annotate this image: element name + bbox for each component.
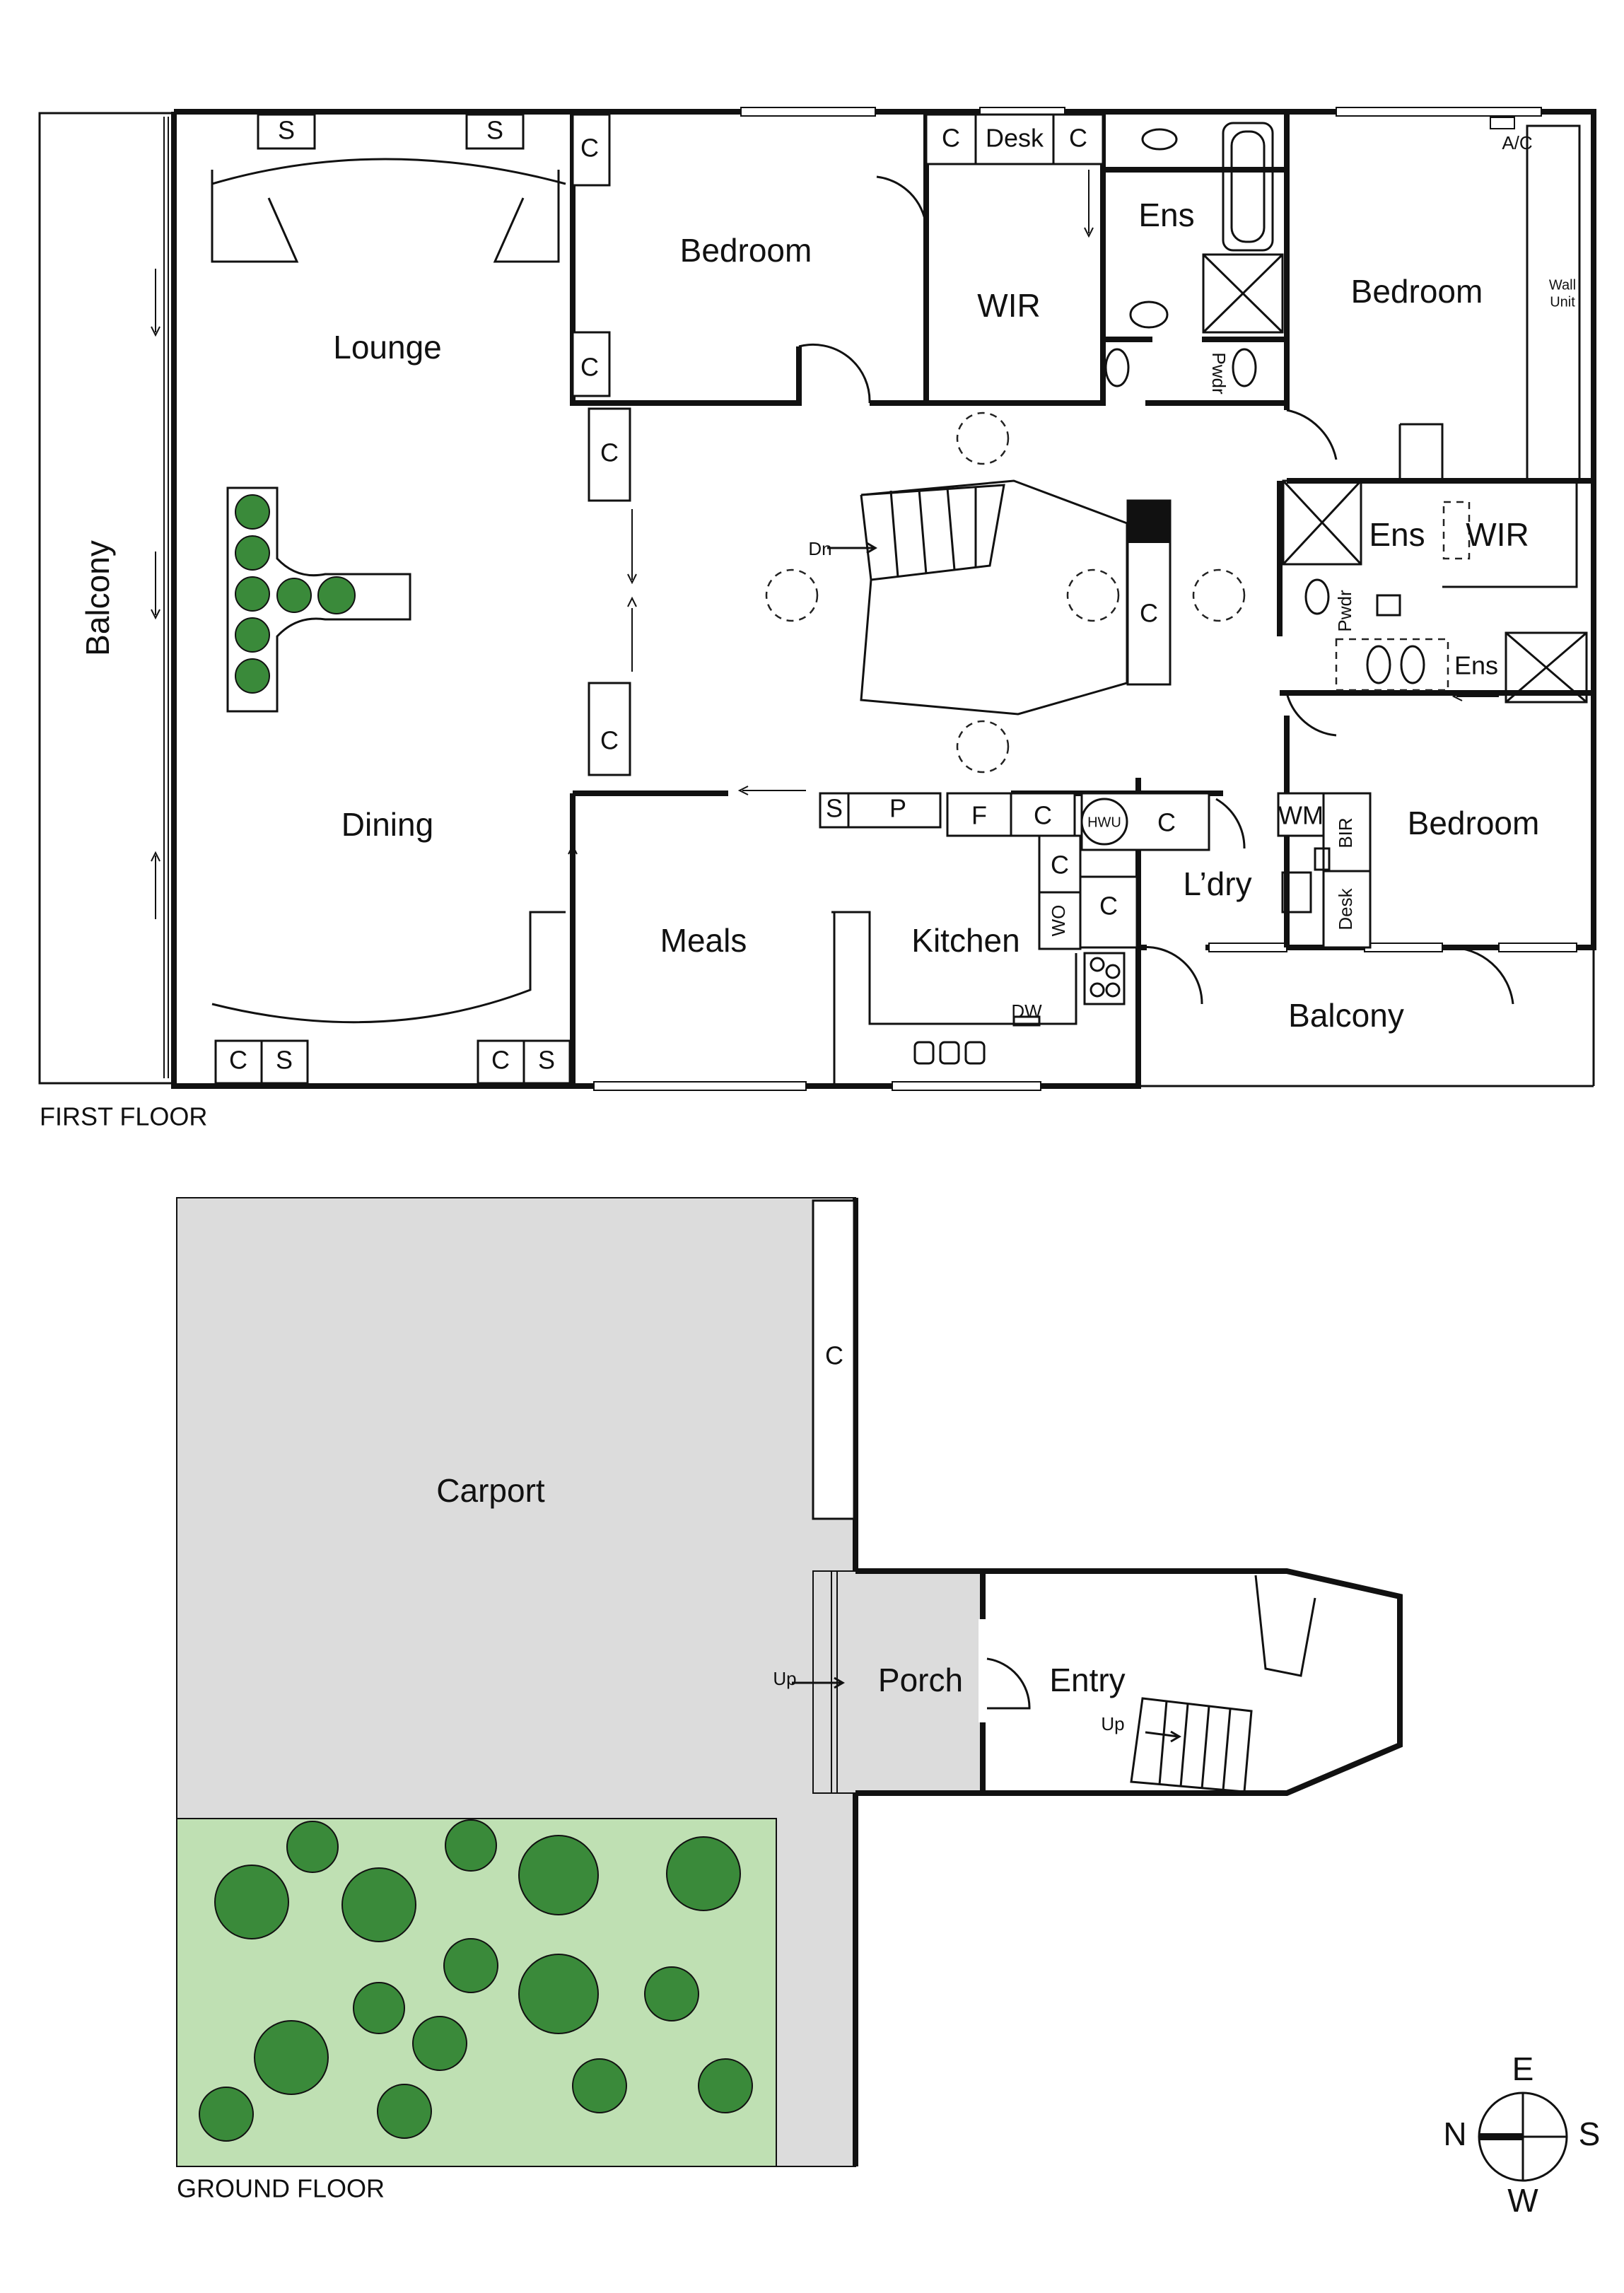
fixture-label-s: S xyxy=(538,1046,555,1075)
ceiling-lights xyxy=(765,412,1246,774)
first-floor xyxy=(38,107,1596,1091)
fixture-label-c: C xyxy=(825,1341,843,1370)
fixture-label-dn: Dn xyxy=(808,538,831,559)
fixture-label-desk: Desk xyxy=(1335,887,1356,930)
room-label-kitchen: Kitchen xyxy=(911,922,1020,959)
fixture-label-c: C xyxy=(600,726,619,755)
exterior-walls xyxy=(171,109,1596,1089)
compass-label-s: S xyxy=(1579,2116,1601,2152)
fixture-label-c: C xyxy=(942,124,960,153)
fixture-label-c: C xyxy=(1034,801,1052,830)
room-label-carport: Carport xyxy=(436,1472,545,1509)
fixture-label-s: S xyxy=(276,1046,293,1075)
fixture-label-ac: A/C xyxy=(1502,132,1532,153)
storage-boxes xyxy=(214,113,1372,1085)
fixture-label-desk: Desk xyxy=(986,124,1044,153)
shower-bases xyxy=(1202,253,1588,704)
room-label-laundry: L’dry xyxy=(1183,865,1251,902)
room-label-lounge: Lounge xyxy=(333,329,442,366)
fixture-label-up: Up xyxy=(1101,1713,1124,1734)
room-label-entry: Entry xyxy=(1049,1662,1125,1698)
stair-void xyxy=(827,479,1128,716)
fixture-label-c: C xyxy=(1069,124,1087,153)
room-label-meals: Meals xyxy=(660,922,747,959)
room-label-wir-2: WIR xyxy=(1466,516,1529,553)
fixture-label-c: C xyxy=(1157,808,1176,837)
room-label-porch: Porch xyxy=(878,1662,963,1698)
door-swings xyxy=(798,175,1514,1005)
fixture-label-c: C xyxy=(580,353,599,382)
room-label-ens-2: Ens xyxy=(1369,516,1425,553)
compass-label-e: E xyxy=(1512,2050,1534,2087)
fixture-label-pwdr: Pwdr xyxy=(1334,590,1355,632)
fixture-label-unit: Unit xyxy=(1550,294,1575,310)
entry-stair xyxy=(792,1575,1316,1793)
room-label-wir-1: WIR xyxy=(977,287,1040,324)
fixture-label-pwdr: Pwdr xyxy=(1208,352,1229,395)
ground-floor xyxy=(176,1197,1403,2167)
compass-label-n: N xyxy=(1443,2116,1466,2152)
fixture-label-hwu: HWU xyxy=(1087,815,1121,830)
room-label-bedroom-1: Bedroom xyxy=(680,232,812,269)
fixture-label-s: S xyxy=(826,794,843,823)
kitchen-fixtures xyxy=(831,798,1128,1086)
room-label-balcony-west: Balcony xyxy=(79,540,116,656)
sanitary-fixtures xyxy=(1104,122,1449,914)
garden-trees xyxy=(199,1819,753,2142)
fixture-label-c: C xyxy=(580,134,599,163)
room-label-bedroom-2: Bedroom xyxy=(1351,273,1483,310)
fixture-label-c: C xyxy=(1099,892,1118,921)
fixture-label-p: P xyxy=(889,794,906,823)
fixture-label-up: Up xyxy=(773,1668,796,1689)
first-floor-caption: FIRST FLOOR xyxy=(40,1102,207,1131)
fixture-label-c: C xyxy=(1051,851,1069,880)
room-label-balcony-east: Balcony xyxy=(1288,997,1404,1034)
passage-arrows xyxy=(568,170,1499,905)
planter xyxy=(226,486,411,713)
room-label-bedroom-3: Bedroom xyxy=(1408,805,1540,841)
fixture-label-c: C xyxy=(229,1046,247,1075)
sliding-door-arrows xyxy=(151,269,160,919)
fixture-label-s: S xyxy=(486,116,503,145)
fixture-label-s: S xyxy=(278,116,295,145)
ground-floor-caption: GROUND FLOOR xyxy=(177,2174,385,2203)
room-label-ens-3: Ens xyxy=(1454,651,1498,680)
room-label-dining: Dining xyxy=(341,806,433,843)
compass-label-w: W xyxy=(1507,2182,1538,2219)
compass xyxy=(1478,2091,1568,2182)
fixture-label-c: C xyxy=(1140,599,1158,628)
fixture-label-bir: BIR xyxy=(1335,817,1356,848)
fixture-label-f: F xyxy=(971,801,987,830)
fixture-label-dw: DW xyxy=(1011,1000,1042,1022)
fixture-label-c: C xyxy=(600,438,619,467)
room-label-ens-1: Ens xyxy=(1138,197,1194,233)
fixture-label-wo: WO xyxy=(1048,905,1069,937)
fixture-label-wm: WM xyxy=(1278,801,1324,830)
fixture-label-c: C xyxy=(491,1046,510,1075)
fixture-label-wall: Wall xyxy=(1549,277,1576,293)
labels: Balcony Lounge Dining Bedroom WIR Ens Be… xyxy=(40,116,1600,2219)
